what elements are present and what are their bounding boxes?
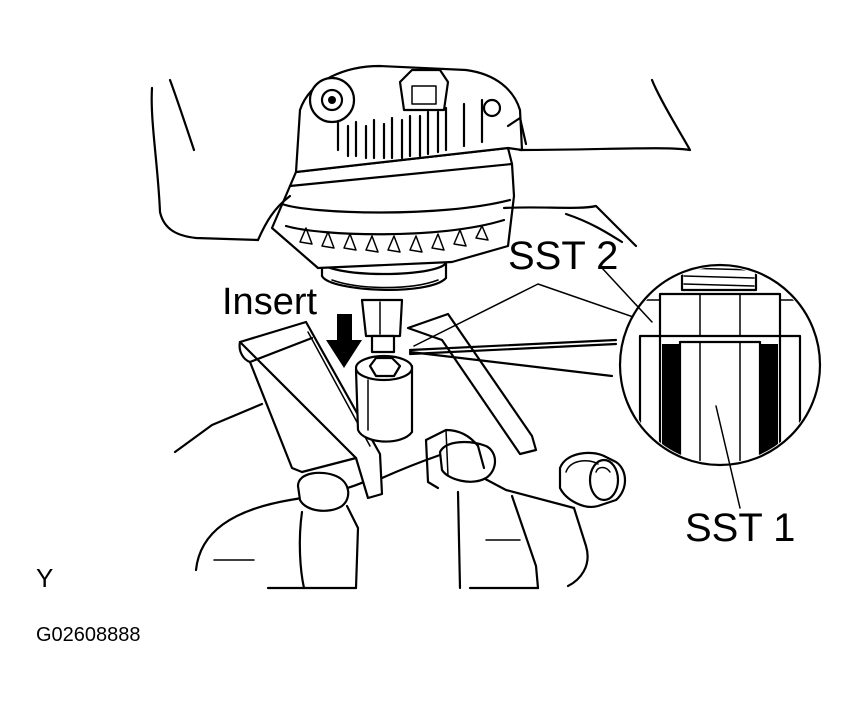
figure-code: G02608888: [36, 624, 141, 646]
alternator: [270, 64, 528, 291]
rotor-shaft: [360, 298, 404, 354]
sst2-label: SST 2: [508, 234, 619, 278]
sst1-label: SST 1: [685, 506, 796, 550]
insert-label: Insert: [222, 281, 318, 323]
left-hand: [150, 78, 292, 242]
vise-body: [173, 402, 589, 590]
socket-tool: [354, 354, 414, 443]
right-jaw-cover: [406, 312, 538, 490]
corner-letter: Y: [36, 563, 54, 593]
right-hand: [502, 78, 692, 248]
vise-knob: [558, 451, 627, 508]
insert-arrow-icon: [326, 314, 362, 368]
detail-magnifier: [408, 263, 822, 509]
left-jaw-cover: [238, 320, 384, 500]
vise-bumps: [296, 440, 497, 512]
